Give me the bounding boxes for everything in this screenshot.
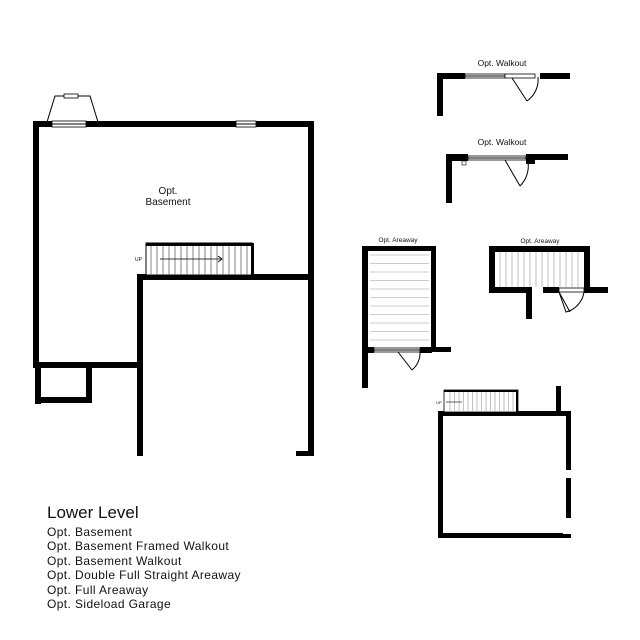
garage-stair-up-label: UP: [436, 400, 442, 405]
opt-sideload-garage: UP: [436, 386, 571, 538]
areaway-1-label: Opt. Areaway: [378, 237, 418, 244]
legend-item-basement: Opt. Basement: [47, 525, 133, 539]
legend-item-walkout: Opt. Basement Walkout: [47, 553, 182, 568]
legend-item-full-areaway: Opt. Full Areaway: [47, 582, 149, 597]
legend-item-framed-walkout: Opt. Basement Framed Walkout: [47, 539, 230, 554]
main-stair: UP: [135, 242, 254, 276]
main-basement-plan: UP Opt. Basement: [33, 93, 314, 456]
room-label-line2: Basement: [145, 197, 190, 208]
legend-title: Lower Level: [47, 503, 139, 522]
opt-areaway-2: Opt. Areaway: [489, 238, 608, 319]
stair-up-label: UP: [135, 257, 143, 263]
walkout-1-label: Opt. Walkout: [478, 58, 527, 68]
walkout-2-label: Opt. Walkout: [478, 137, 527, 147]
legend: Lower Level Opt. Basement Opt. Basement …: [47, 503, 241, 611]
window-well: [46, 93, 99, 123]
opt-areaway-1: Opt. Areaway: [362, 237, 451, 388]
legend-item-sideload-garage: Opt. Sideload Garage: [47, 597, 172, 612]
opt-walkout-2: Opt. Walkout: [446, 137, 568, 203]
room-label-line1: Opt.: [159, 186, 178, 197]
opt-walkout-1: Opt. Walkout: [437, 58, 570, 116]
areaway-2-label: Opt. Areaway: [520, 238, 560, 245]
legend-item-double-areaway: Opt. Double Full Straight Areaway: [47, 568, 241, 583]
